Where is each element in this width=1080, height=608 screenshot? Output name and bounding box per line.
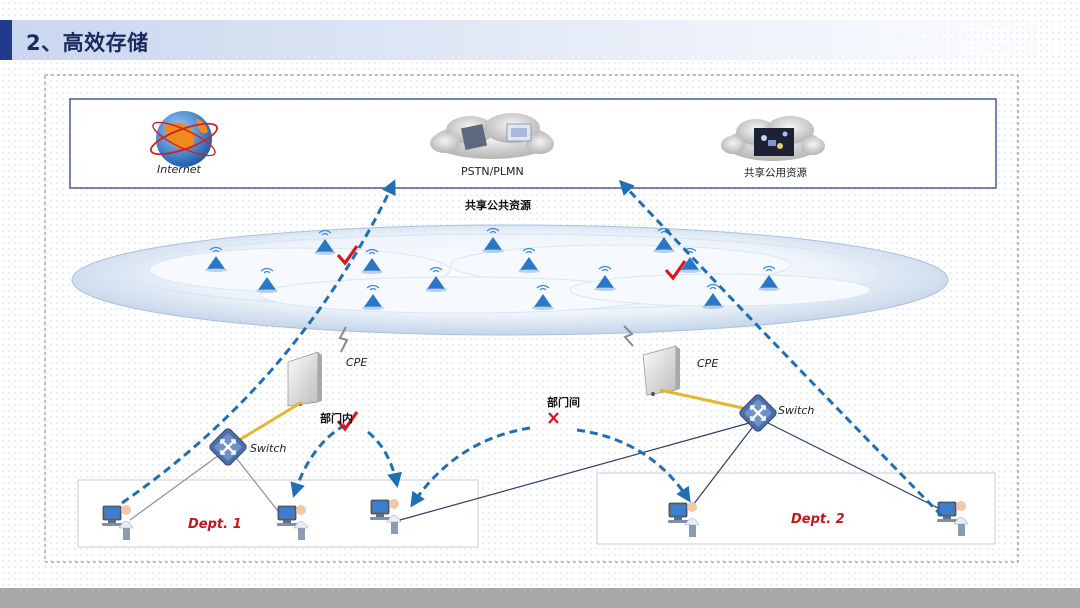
dept2-label: Dept. 2 xyxy=(791,512,845,527)
shared-resource-cloud-icon xyxy=(721,116,825,161)
network-links xyxy=(129,419,953,521)
arrow-inter-dept-left xyxy=(410,426,531,508)
dept1-label: Dept. 1 xyxy=(188,517,242,532)
internet-label: Internet xyxy=(157,163,202,176)
arrow-dept1-to-internet xyxy=(121,179,396,505)
inter-dept-label: 部门间 xyxy=(547,395,580,409)
footer-bar xyxy=(0,588,1080,608)
cpe-device-left xyxy=(287,351,322,407)
arrow-dept2-to-shared xyxy=(618,179,944,518)
check-icon xyxy=(336,245,359,266)
wireless-signal-icon xyxy=(623,325,634,347)
outer-dashed-frame xyxy=(44,74,1019,563)
pstn-cloud-icon xyxy=(430,113,554,159)
wireless-signal-icon xyxy=(338,326,349,353)
cpe-switch-cable-left xyxy=(235,400,303,444)
pstn-label: PSTN/PLMN xyxy=(461,165,524,178)
check-icon xyxy=(664,260,687,281)
wireless-coverage-disc xyxy=(71,224,949,336)
switch-left-label: Switch xyxy=(250,442,286,455)
switch-right-label: Switch xyxy=(778,404,814,417)
intra-dept-label: 部门内 xyxy=(320,411,353,425)
arrow-intra-dept-left xyxy=(290,423,346,498)
data-flow-arrows xyxy=(121,179,944,518)
cpe-left-label: CPE xyxy=(346,356,367,369)
dept2-box xyxy=(596,472,996,545)
switch-icon xyxy=(207,426,249,468)
cpe-device-right xyxy=(642,345,680,396)
header-bar xyxy=(0,20,1080,60)
cpe-right-label: CPE xyxy=(697,357,718,370)
arrow-inter-dept-right xyxy=(576,428,691,503)
cpe-switch-cable-right xyxy=(659,388,753,412)
shared-resource-label: 共享公用资源 xyxy=(744,166,807,179)
header-accent xyxy=(0,20,12,60)
check-icon xyxy=(336,411,359,432)
cross-icon xyxy=(548,412,559,424)
arrow-intra-dept-right xyxy=(367,430,402,488)
globe-icon xyxy=(150,111,218,167)
switch-icon xyxy=(737,392,779,434)
shared-public-resources-label: 共享公共资源 xyxy=(465,198,531,212)
page-title: 2、高效存储 xyxy=(26,31,149,55)
